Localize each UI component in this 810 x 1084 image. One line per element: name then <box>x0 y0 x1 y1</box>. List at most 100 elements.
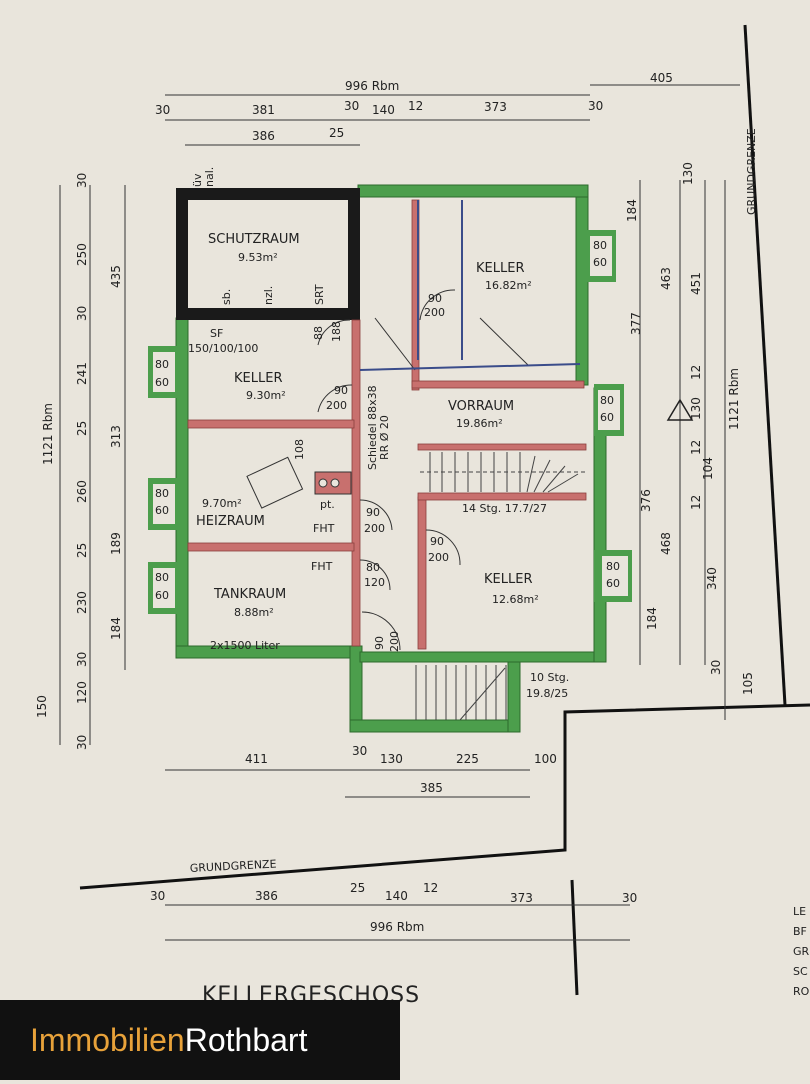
room-keller-ne-name: KELLER <box>476 261 524 276</box>
dim-left-a-3: 241 <box>75 362 89 385</box>
room-vorraum-name: VORRAUM <box>448 399 514 414</box>
dim-right-b-1: 463 <box>659 267 673 290</box>
door-d5-w: 90 <box>430 535 444 548</box>
dim-left-a-5: 260 <box>75 480 89 503</box>
room-schutzraum-name: SCHUTZRAUM <box>208 232 300 247</box>
room-heizraum-name: HEIZRAUM <box>196 514 265 529</box>
ventilation-pipes <box>359 200 581 371</box>
label-room-108: 108 <box>293 439 306 460</box>
dim-right-a-8: 30 <box>709 660 723 675</box>
dim-bottom-c-2: 25 <box>350 881 365 895</box>
dimension-lines <box>59 84 740 941</box>
dim-right-b-0: 184 <box>625 199 639 222</box>
dim-left-a-10: 30 <box>75 735 89 750</box>
dim-left-b-1: 313 <box>109 425 123 448</box>
window-w3-a: 80 <box>155 571 169 584</box>
dim-bottom-c-3: 140 <box>385 889 408 903</box>
dim-left-b-2: 189 <box>109 532 123 555</box>
label-schiedel: Schiedel 88x38 <box>366 385 379 470</box>
window-w5-b: 60 <box>600 411 614 424</box>
dim-top-right: 405 <box>650 71 673 85</box>
door-d1-h: 200 <box>326 399 347 412</box>
dim-right-total: 1121 Rbm <box>727 368 741 430</box>
dim-top-a-4: 12 <box>408 99 423 113</box>
label-nzl: nzl. <box>262 286 275 305</box>
margin-letter-4: RO <box>793 985 810 998</box>
dim-bottom-b: 385 <box>420 781 443 795</box>
dim-top-a-5: 373 <box>484 100 507 114</box>
dim-left-a-9: 120 <box>75 681 89 704</box>
door-d3-h: 200 <box>424 306 445 319</box>
door-d3-w: 90 <box>428 292 442 305</box>
brand-part-2: Rothbart <box>184 1021 308 1058</box>
dim-left-a-6: 25 <box>75 543 89 558</box>
exterior-walls <box>175 184 607 733</box>
room-vorraum-area: 19.86m² <box>456 417 503 430</box>
margin-letter-0: LE <box>793 905 806 918</box>
dim-left-a-0: 30 <box>75 173 89 188</box>
dim-bottom-c-4: 12 <box>423 881 438 895</box>
room-tankraum-area: 8.88m² <box>234 606 274 619</box>
door-d1-w: 90 <box>334 384 348 397</box>
dim-right-a-1: 451 <box>689 272 703 295</box>
dim-left-b-3: 184 <box>109 617 123 640</box>
interior-walls <box>187 199 587 650</box>
dim-bottom-total: 996 Rbm <box>370 920 424 934</box>
dim-top-a-3: 140 <box>372 103 395 117</box>
margin-letter-2: GR <box>793 945 810 958</box>
interior-stairs <box>420 452 585 493</box>
window-w6-a: 80 <box>606 560 620 573</box>
door-d2-h: 188 <box>330 321 343 342</box>
margin-letter-3: SC <box>793 965 808 978</box>
dim-right-a-5: 104 <box>701 457 715 480</box>
dim-bottom-a-0: 411 <box>245 752 268 766</box>
label-stairs-outer-2: 19.8/25 <box>526 687 568 700</box>
label-sb: sb. <box>220 289 233 305</box>
window-w2-b: 60 <box>155 504 169 517</box>
window-w6-b: 60 <box>606 577 620 590</box>
dim-right-a-7: 340 <box>705 567 719 590</box>
room-tankraum-note: 2x1500 Liter <box>210 639 280 652</box>
dim-left-a-4: 25 <box>75 421 89 436</box>
dim-bottom-c-6: 30 <box>622 891 637 905</box>
brand-part-1: Immobilien <box>30 1021 185 1058</box>
dim-top-total: 996 Rbm <box>345 79 399 93</box>
label-nal: nal. <box>203 167 216 187</box>
boiler-icon <box>246 456 352 509</box>
dim-bottom-c-0: 30 <box>150 889 165 903</box>
door-d6-h: 120 <box>364 576 385 589</box>
door-d4-h: 200 <box>364 522 385 535</box>
door-d5-h: 200 <box>428 551 449 564</box>
window-w5-a: 80 <box>600 394 614 407</box>
dim-left-a-7: 230 <box>75 591 89 614</box>
dim-right-a-2: 12 <box>689 365 703 380</box>
grundgrenze-label-bottom: GRUNDGRENZE <box>189 857 276 875</box>
window-w4-b: 60 <box>593 256 607 269</box>
dim-top-b-0: 386 <box>252 129 275 143</box>
dim-bottom-a-3: 225 <box>456 752 479 766</box>
dim-right-c-1: 376 <box>639 489 653 512</box>
window-w2-a: 80 <box>155 487 169 500</box>
label-uv: üv <box>191 173 204 187</box>
dim-bottom-a-4: 100 <box>534 752 557 766</box>
room-tankraum-name: TANKRAUM <box>213 587 286 602</box>
window-w4-a: 80 <box>593 239 607 252</box>
door-swings <box>317 289 529 651</box>
shelter-walls <box>176 188 360 320</box>
window-w1-b: 60 <box>155 376 169 389</box>
room-keller-se-name: KELLER <box>484 572 532 587</box>
label-srt: SRT <box>313 284 326 305</box>
dim-left-a-1: 250 <box>75 243 89 266</box>
property-line-bottom <box>79 703 810 890</box>
label-rr: RR Ø 20 <box>378 415 391 460</box>
dim-bottom-c-5: 373 <box>510 891 533 905</box>
room-keller-se-area: 12.68m² <box>492 593 539 606</box>
door-d2-w: 88 <box>312 326 325 340</box>
door-d4-w: 90 <box>366 506 380 519</box>
room-keller-w-area: 9.30m² <box>246 389 286 402</box>
dim-right-a-4: 12 <box>689 440 703 455</box>
window-w3-b: 60 <box>155 589 169 602</box>
